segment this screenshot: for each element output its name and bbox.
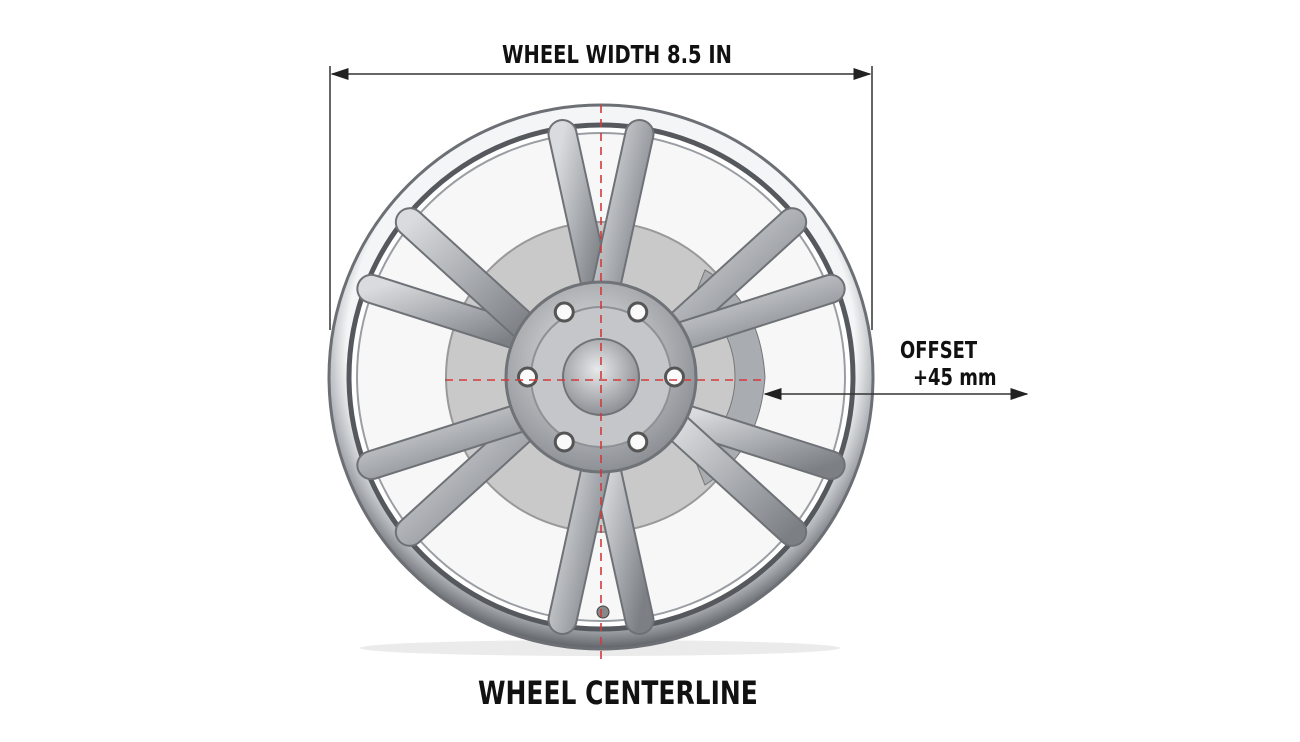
valve-stem <box>596 605 610 619</box>
lug-holes <box>517 301 685 453</box>
spoke <box>668 275 844 350</box>
spoke <box>663 413 806 545</box>
spoke <box>396 413 539 545</box>
centerline-label: WHEEL CENTERLINE <box>478 674 758 712</box>
spoke <box>592 121 653 301</box>
offset-value: +45 mm <box>913 365 997 391</box>
width-dimension <box>329 66 873 330</box>
spokes <box>356 119 846 635</box>
spoke <box>358 275 534 350</box>
lug-hole <box>553 301 575 323</box>
spoke <box>663 209 806 341</box>
offset-label: OFFSET <box>900 338 978 364</box>
spoke <box>549 453 610 633</box>
wheel-centerline <box>445 105 762 660</box>
lug-hole <box>627 301 649 323</box>
spoke <box>396 209 539 341</box>
spoke <box>668 404 844 479</box>
spoke <box>358 404 534 479</box>
wheel-width-label: WHEEL WIDTH 8.5 IN <box>502 40 732 69</box>
spoke <box>549 121 610 301</box>
lug-hole <box>664 366 685 388</box>
lug-hole <box>553 431 575 453</box>
lug-hole <box>517 366 538 388</box>
lug-hole <box>627 431 649 453</box>
spoke <box>592 453 653 633</box>
